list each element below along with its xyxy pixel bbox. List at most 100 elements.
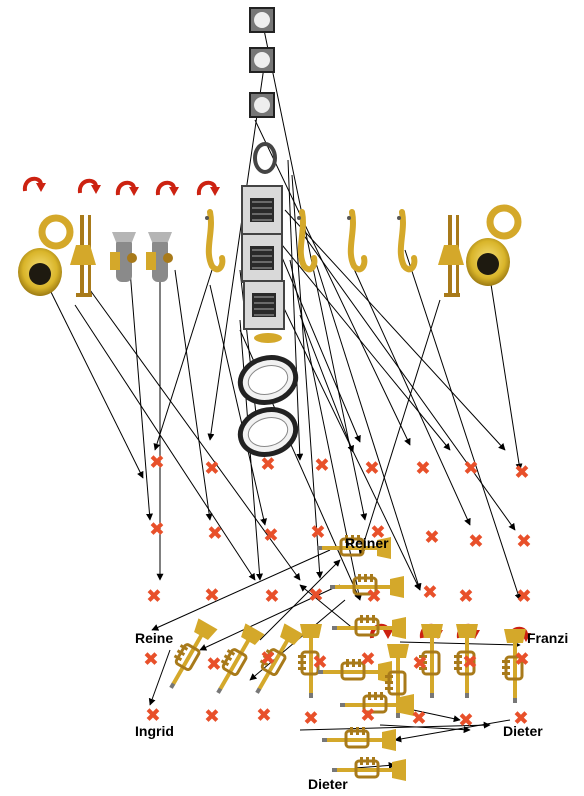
movement-arrow [89,289,301,581]
movement-arrow [174,269,213,521]
cross-icon: ✖ [149,452,165,474]
cross-icon: ✖ [206,654,222,676]
trumpet-icon [340,692,414,716]
trumpet-icon [322,727,396,751]
trumpet-icon [502,629,526,703]
cross-icon: ✖ [264,586,280,608]
trumpet-icon [298,624,322,698]
rotate-arrow-icon [155,180,179,196]
cross-icon: ✖ [364,458,380,480]
label-reine: Reine [135,630,173,646]
cross-icon: ✖ [310,522,326,544]
movement-arrow [284,209,506,451]
movement-arrow [349,259,471,526]
marching-drum-icon [249,92,275,118]
movement-arrow [404,249,522,601]
cross-icon: ✖ [422,582,438,604]
rotate-arrow-icon [22,176,46,192]
sousaphone-icon [466,204,522,286]
trombone-icon [438,215,464,297]
cross-icon: ✖ [303,708,319,730]
cross-icon: ✖ [458,586,474,608]
cross-icon: ✖ [458,710,474,732]
tambourine-icon [254,333,282,343]
rotate-arrow-icon [77,178,101,194]
movement-arrow [127,244,153,521]
movement-arrow [354,761,396,769]
cymbal-icon [253,142,277,174]
movement-arrow [207,59,266,441]
trombone-icon [70,215,96,297]
movement-arrow [299,314,354,453]
cross-icon: ✖ [146,586,162,608]
movement-arrow [394,719,511,743]
baritone-icon [110,232,137,282]
movement-arrow [209,284,268,526]
movement-arrow [259,559,341,641]
cross-icon: ✖ [468,531,484,553]
movement-arrow [287,159,304,461]
cross-icon: ✖ [204,585,220,607]
cross-icon: ✖ [415,458,431,480]
cross-icon: ✖ [424,527,440,549]
player-labels: Reiner Reine Franzi Ingrid Dieter Dieter [135,535,568,792]
movement-arrow [487,264,523,471]
movement-arrow [199,584,341,651]
cross-icon: ✖ [462,652,478,674]
label-ingrid: Ingrid [135,723,174,739]
cross-icon: ✖ [513,708,529,730]
saxophone-icon [297,209,318,273]
trumpet-icon [332,757,406,781]
snare-drum-icon [243,280,285,330]
cross-icon: ✖ [143,649,159,671]
movement-arrow [153,269,213,451]
trumpet-icon [169,618,218,689]
movement-arrow [299,721,491,731]
bass-drum-icon [237,355,299,405]
movement-arrows [49,19,523,769]
trumpet-icon [385,644,409,718]
baritone-icon [146,232,173,282]
cross-icon: ✖ [516,586,532,608]
cross-icon: ✖ [145,705,161,727]
label-franzi: Franzi [527,630,568,646]
marching-drum-icon [249,7,275,33]
movement-arrow [299,229,516,531]
cross-icon: ✖ [263,525,279,547]
movement-arrow [151,549,331,631]
sousaphone-icon [18,214,74,296]
saxophone-icon [347,209,368,273]
movement-arrow [74,304,256,581]
saxophone-icon [397,209,418,273]
movement-arrow [299,584,356,631]
trumpet-icon [330,574,404,598]
cross-icon: ✖ [260,454,276,476]
cross-icon: ✖ [514,462,530,484]
cross-icon: ✖ [204,706,220,728]
movement-arrow [254,119,411,446]
cross-icon: ✖ [370,522,386,544]
rotate-arrow-icon [196,180,220,196]
label-dieter-right: Dieter [503,723,543,739]
cross-icon: ✖ [463,458,479,480]
movement-arrow [358,299,441,556]
marching-drum-icon [249,47,275,73]
movement-arrow [291,174,324,579]
movement-arrow [49,289,144,479]
cross-icon: ✖ [360,705,376,727]
cross-icon: ✖ [149,519,165,541]
trumpet-icon [216,623,265,694]
target-positions: ✖✖✖✖✖✖✖✖✖✖✖✖✖✖✖✖✖✖✖✖✖✖✖✖✖✖✖✖✖✖✖✖✖✖✖✖✖✖✖✖ [143,452,532,732]
cross-icon: ✖ [412,653,428,675]
cross-icon: ✖ [204,458,220,480]
instruments [18,7,531,781]
cross-icon: ✖ [312,652,328,674]
movement-arrow [277,239,451,451]
cross-icon: ✖ [366,586,382,608]
label-reiner: Reiner [345,535,389,551]
snare-drum-icon [241,185,283,235]
cross-icon: ✖ [207,523,223,545]
cross-icon: ✖ [360,649,376,671]
bass-drum-icon [237,407,299,457]
